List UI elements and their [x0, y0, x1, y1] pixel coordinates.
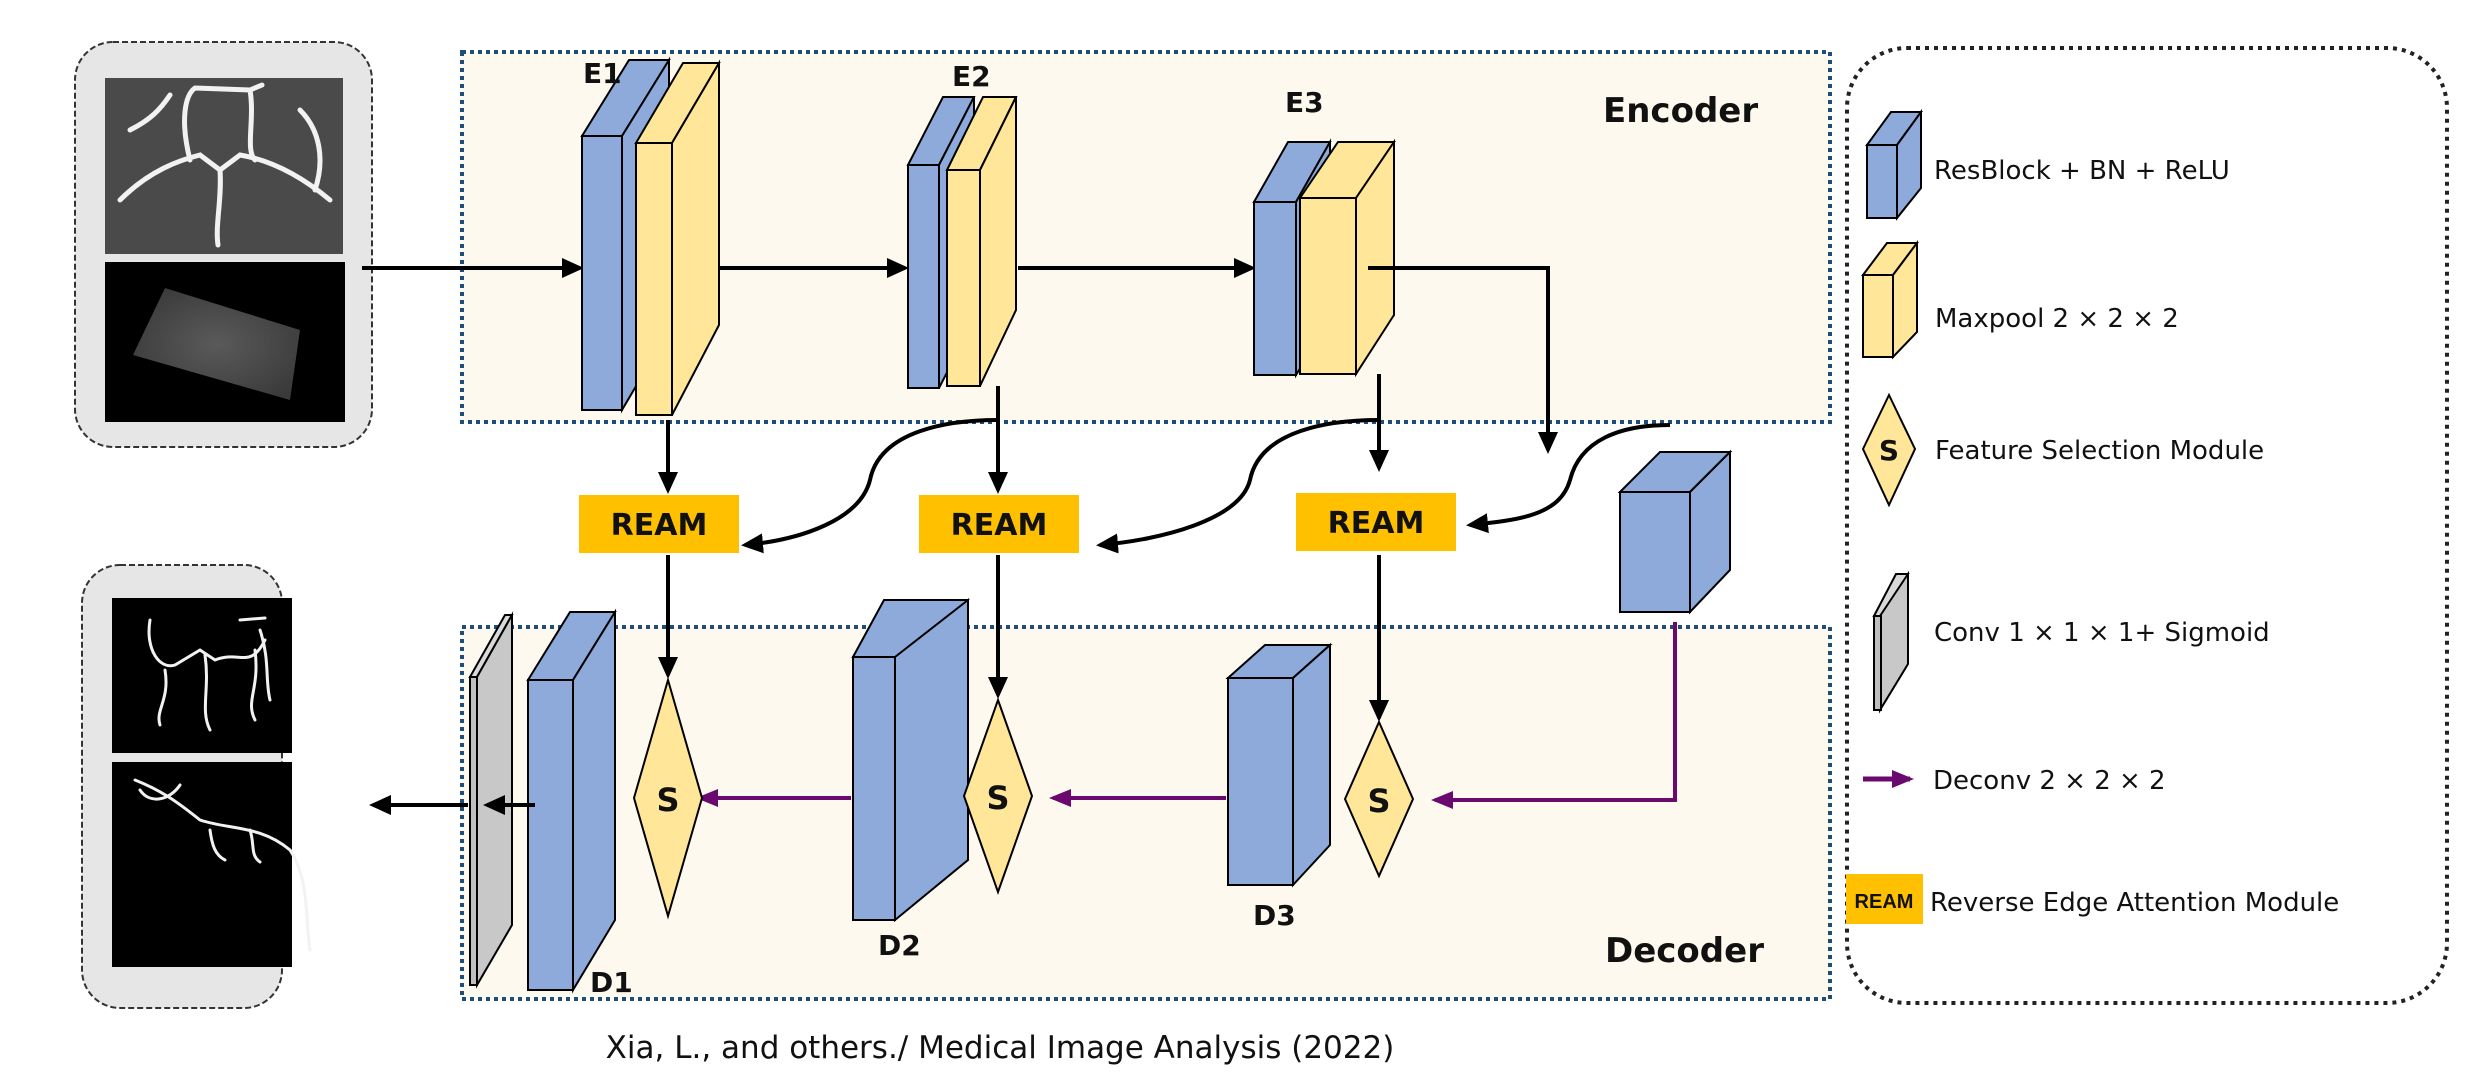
encoder-block-e1: [580, 56, 721, 416]
blue-cube-icon: [1865, 108, 1923, 221]
citation-caption: Xia, L., and others./ Medical Image Anal…: [606, 1030, 1395, 1066]
label-d3: D3: [1253, 899, 1296, 932]
curve-bottleneck-to-ream3: [1466, 423, 1671, 534]
svg-text:REAM: REAM: [951, 508, 1048, 543]
arrow-e3-to-bottleneck: [1368, 266, 1558, 454]
legend-item-deconv: Deconv 2 × 2 × 2: [1863, 766, 2166, 796]
encoder-title: Encoder: [1603, 91, 1758, 131]
decoder-block-d2: [851, 597, 970, 923]
feature-selection-s3: S: [1343, 719, 1415, 879]
svg-text:Feature Selection Module: Feature Selection Module: [1935, 436, 2264, 466]
legend-item-feature-selection: S Feature Selection Module: [1861, 392, 2264, 508]
diamond-s-icon: S: [1861, 392, 1917, 508]
legend-item-ream: REAM Reverse Edge Attention Module: [1846, 874, 2339, 924]
yellow-cube-icon: [1861, 240, 1919, 360]
label-e2: E2: [952, 60, 991, 93]
svg-text:S: S: [1879, 434, 1899, 467]
legend: ResBlock + BN + ReLU Maxpool 2 × 2 × 2 S…: [1845, 46, 2449, 1005]
svg-text:Conv 1 × 1 × 1+ Sigmoid: Conv 1 × 1 × 1+ Sigmoid: [1934, 618, 2270, 648]
output-image-mip: [112, 598, 292, 753]
bottleneck-block: [1617, 449, 1733, 615]
ream-module-3: REAM: [1296, 493, 1456, 551]
curve-e3-to-ream2: [1096, 418, 1380, 554]
legend-item-resblock: ResBlock + BN + ReLU: [1865, 108, 2230, 221]
svg-text:Deconv 2 × 2 × 2: Deconv 2 × 2 × 2: [1933, 766, 2166, 796]
svg-text:Reverse Edge Attention Module: Reverse Edge Attention Module: [1930, 888, 2339, 918]
gray-slab-icon: [1872, 570, 1910, 714]
svg-text:Maxpool 2 × 2 × 2: Maxpool 2 × 2 × 2: [1935, 304, 2179, 334]
decoder-block-d1: [526, 608, 617, 994]
volume-slab: [133, 288, 300, 400]
svg-text:REAM: REAM: [1328, 506, 1425, 541]
svg-text:S: S: [986, 779, 1009, 817]
conv-sigmoid-slab: [468, 611, 514, 989]
deconv-bottleneck-to-s3: [1431, 622, 1677, 809]
segmented-vessels-icon: [147, 616, 272, 732]
encoder-block-e3: [1252, 138, 1396, 379]
svg-text:S: S: [656, 781, 679, 819]
segmented-vessels-side-icon: [133, 778, 312, 952]
vessel-tree-icon: [117, 82, 333, 248]
label-d2: D2: [878, 929, 921, 962]
legend-item-conv-sigmoid: Conv 1 × 1 × 1+ Sigmoid: [1872, 570, 2270, 714]
ream-module-1: REAM: [579, 495, 739, 553]
svg-text:REAM: REAM: [611, 508, 708, 543]
ream-box-icon: REAM: [1846, 874, 1923, 924]
decoder-block-d3: [1225, 642, 1333, 888]
input-panel: [74, 41, 373, 448]
svg-text:REAM: REAM: [1855, 891, 1914, 913]
output-image-side: [112, 762, 292, 967]
feature-selection-s2: S: [962, 697, 1034, 895]
feature-selection-s1: S: [632, 676, 704, 920]
output-panel: [81, 564, 312, 1009]
ream-module-2: REAM: [919, 495, 1079, 553]
legend-item-maxpool: Maxpool 2 × 2 × 2: [1861, 240, 2179, 360]
curve-e2-to-ream1: [741, 418, 999, 554]
decoder-title: Decoder: [1605, 931, 1764, 971]
label-d1: D1: [590, 966, 633, 999]
svg-text:S: S: [1367, 782, 1390, 820]
label-e1: E1: [583, 57, 622, 90]
encoder-block-e2: [906, 96, 1018, 389]
svg-text:ResBlock + BN + ReLU: ResBlock + BN + ReLU: [1934, 156, 2230, 186]
label-e3: E3: [1285, 86, 1324, 119]
